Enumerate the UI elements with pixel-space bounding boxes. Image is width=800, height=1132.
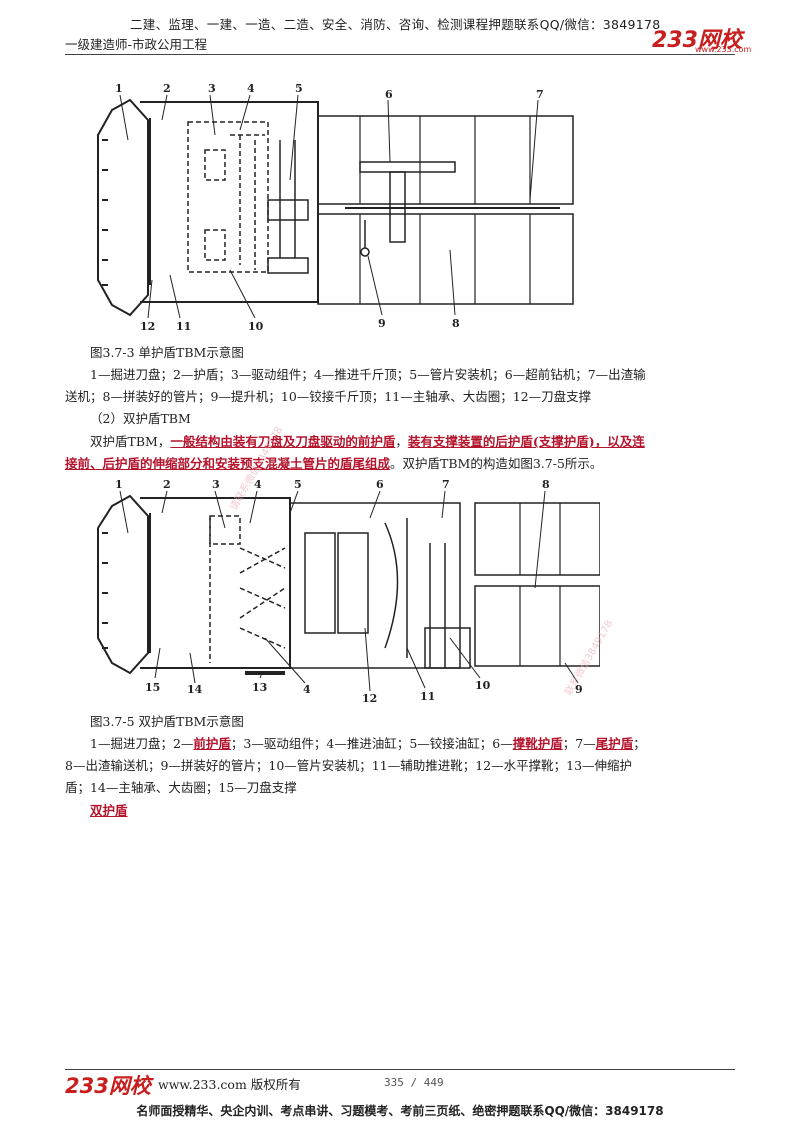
para-highlight-2: 装有支撑装置的后护盾(支撑护盾)，以及连 [407,434,645,449]
figure2-legend-line2: 8—出渣输送机；9—拼装好的管片；10—管片安装机；11—辅助推进靴；12—水平… [65,758,633,773]
fig2-label-3: 3 [212,478,220,491]
fig2-label-7: 7 [442,478,450,491]
header-rule [65,54,735,55]
page-number: 335 / 449 [384,1076,444,1089]
fig2-label-15: 15 [145,681,160,694]
l1-front-shield: 前护盾 [193,736,231,751]
para-highlight-3: 接前、后护盾的伸缩部分和安装预支混凝土管片的盾尾组成 [65,456,391,471]
l1-a: 1—掘进刀盘；2— [90,736,194,751]
fig1-label-11: 11 [176,320,191,333]
fig2-label-4: 4 [254,478,262,491]
section-paragraph-line2: 接前、后护盾的伸缩部分和安装预支混凝土管片的盾尾组成。双护盾TBM的构造如图3.… [65,453,602,475]
footer-promo: 名师面授精华、央企内训、考点串讲、习题模考、考前三页纸、绝密押题联系QQ/微信：… [136,1104,664,1118]
fig2-label-1: 1 [115,478,123,491]
footer-logo: 233网校 [65,1074,151,1098]
fig2-label-9: 9 [575,683,583,696]
fig1-label-3: 3 [208,82,216,95]
fig1-label-1: 1 [115,82,123,95]
fig2-label-4b: 4 [303,683,311,696]
figure2-caption: 图3.7-5 双护盾TBM示意图 [90,714,244,729]
l1-c: ；3—驱动组件；4—推进油缸；5—铰接油缸；6— [230,736,513,751]
fig2-label-12: 12 [362,692,377,703]
fig2-label-8: 8 [542,478,550,491]
figure1-caption: 图3.7-3 单护盾TBM示意图 [90,345,244,360]
fig1-label-4: 4 [247,82,255,95]
fig2-label-11: 11 [420,690,435,703]
para-start: 双护盾TBM， [90,434,171,449]
fig2-label-10: 10 [475,679,491,692]
fig1-label-8: 8 [452,317,460,330]
figure1-legend-line1: 1—掘进刀盘；2—护盾；3—驱动组件；4—推进千斤顶；5—管片安装机；6—超前钻… [90,367,646,382]
para-mid: ， [395,434,408,449]
figure2-legend-line1: 1—掘进刀盘；2—前护盾；3—驱动组件；4—推进油缸；5—铰接油缸；6—撑靴护盾… [90,733,646,755]
figure-single-shield-tbm: 1 2 3 4 5 6 7 12 11 10 9 8 [97,82,574,333]
fig2-label-14: 14 [187,683,203,696]
header-logo-url: www.233.com [695,45,752,54]
fig2-label-13: 13 [252,681,267,694]
header-courses: 二建、监理、一建、一造、二造、安全、消防、咨询、检测课程押题联系QQ/微信：38… [130,17,661,32]
header-subject: 一级建造师-市政公用工程 [65,37,208,52]
l1-gripper-shield: 撑靴护盾 [512,736,563,751]
footer-site: www.233.com 版权所有 [158,1077,301,1092]
l1-e: ；7— [562,736,596,751]
l1-tail-shield: 尾护盾 [595,736,634,751]
fig2-label-6: 6 [376,478,384,491]
fig1-label-6: 6 [385,88,393,101]
fig1-label-7: 7 [536,88,544,101]
fig2-label-2: 2 [163,478,171,491]
figure2-legend-line3: 盾；14—主轴承、大齿圈；15—刀盘支撑 [65,780,297,795]
footer-rule [65,1069,735,1070]
section-heading: （2）双护盾TBM [90,411,191,426]
fig1-label-12: 12 [140,320,155,333]
fig1-label-9: 9 [378,317,386,330]
section-paragraph-line1: 双护盾TBM，一般结构由装有刀盘及刀盘驱动的前护盾，装有支撑装置的后护盾(支撑护… [90,431,645,453]
figure-double-shield-tbm: 1 2 3 4 5 6 7 8 15 14 13 4 12 11 10 9 [97,478,600,703]
fig1-label-5: 5 [295,82,303,95]
keyword-double-shield[interactable]: 双护盾 [90,803,128,818]
para-end: 。双护盾TBM的构造如图3.7-5所示。 [390,456,603,471]
header-logo: 233网校 [652,28,742,53]
figure1-legend-line2: 送机；8—拼装好的管片；9—提升机；10—铰接千斤顶；11—主轴承、大齿圈；12… [65,389,592,404]
fig1-label-2: 2 [163,82,171,95]
fig1-label-10: 10 [248,320,264,333]
para-highlight-1: 一般结构由装有刀盘及刀盘驱动的前护盾 [170,434,396,449]
l1-g: ； [633,736,646,751]
fig2-label-5: 5 [294,478,302,491]
